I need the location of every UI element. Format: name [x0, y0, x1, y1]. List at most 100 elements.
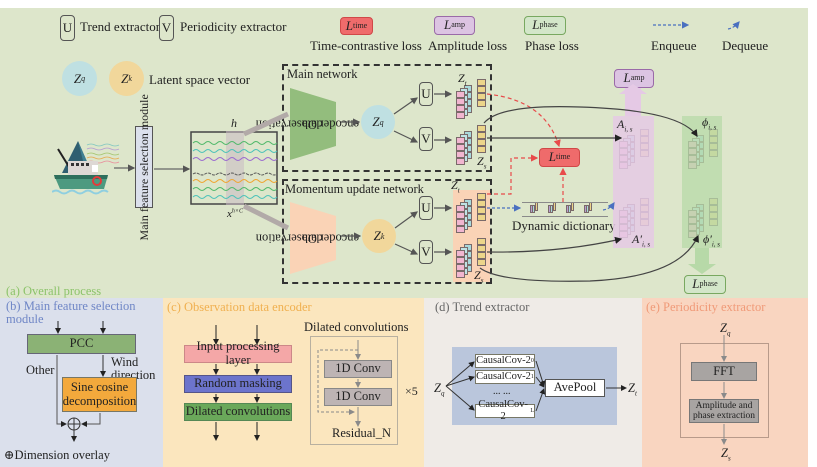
legend-periodicity-label: Periodicity extractor [180, 19, 287, 34]
trend-panel-title: (d) Trend extractor [435, 300, 530, 314]
feature-cell [456, 205, 465, 212]
phi-prime-sub: i, s [711, 240, 721, 249]
other-label: Other [26, 363, 55, 377]
phase-down-arrow-shaft [695, 248, 709, 266]
residual-label: Residual_N [332, 426, 392, 440]
trend-input-zq: Zq [434, 381, 444, 398]
causal-ellipsis: ... ... [493, 386, 511, 397]
conv1-box: 1D Conv [324, 360, 392, 378]
feature-cell [568, 205, 571, 213]
feature-cell [456, 226, 465, 233]
zs-sub: s [483, 162, 487, 171]
zk-symbol: Z [373, 228, 381, 243]
phi-label: ϕi, s [702, 115, 716, 131]
l-phase-sub: phase [699, 279, 718, 289]
v-symbol: V [421, 243, 431, 259]
zq-sub: q [379, 117, 384, 127]
zq-sub: q [726, 329, 731, 338]
dynamic-dictionary-label: Dynamic dictionary [512, 218, 616, 233]
zk-symbol: Z [121, 70, 129, 86]
u-symbol: U [421, 85, 431, 101]
dilated-convolutions-box: Dilated convolutions [184, 403, 292, 421]
feature-cell [550, 205, 553, 213]
x-symbol: x [227, 208, 232, 220]
phi-prime-label: ϕ′i, s [703, 232, 720, 248]
feature-cell [456, 137, 465, 144]
zs-symbol: Z [477, 154, 484, 168]
dilated-block-frame [310, 336, 398, 445]
zs-symbol: Z [474, 268, 481, 282]
main-zs-label: Zs [477, 154, 486, 170]
momentum-encoder-shape [290, 202, 336, 274]
l-amp-symbol: L [443, 17, 452, 33]
feature-cell [456, 250, 465, 257]
momentum-u-box: U [419, 196, 433, 220]
l-time-symbol: L [548, 149, 556, 165]
random-masking-box: Random masking [184, 375, 292, 393]
main-encoder-shape [290, 88, 336, 160]
encoder-panel-title: (c) Observation data encoder [167, 300, 312, 314]
zq-symbol: Z [73, 70, 82, 86]
feature-cell [456, 257, 465, 264]
feature-cell [477, 86, 486, 93]
feature-cell [456, 212, 465, 219]
feature-cell [477, 146, 486, 153]
avepool-box: AvePool [545, 379, 605, 397]
l-amp-sub: amp [451, 20, 465, 30]
repeat-x5-label: ×5 [405, 384, 418, 398]
feature-cell [589, 202, 592, 211]
feature-cell [535, 202, 538, 211]
legend-time-contrastive-label: Time-contrastive loss [310, 38, 422, 53]
u-symbol: U [421, 199, 431, 215]
zk-sub: k [128, 74, 132, 83]
feature-cell [477, 252, 486, 259]
sensor-lines [86, 143, 120, 164]
zq-symbol: Z [720, 321, 727, 335]
l-phase-symbol: L [692, 276, 700, 292]
feature-cell [571, 202, 574, 211]
amplitude-zone [613, 116, 654, 248]
causal-L-sup: L [530, 407, 534, 414]
feature-cell [477, 93, 486, 100]
v-symbol: V [161, 19, 172, 35]
feature-cell [456, 144, 465, 151]
l-amp-sub: amp [630, 73, 645, 83]
trend-output-zt: Zt [628, 381, 637, 398]
periodicity-frame [680, 343, 769, 438]
feature-cell [477, 200, 486, 207]
phase-zone [682, 116, 722, 248]
encoder-text-3: encoder [319, 231, 360, 246]
u-symbol: U [62, 19, 73, 35]
feature-cell [586, 205, 589, 213]
causal-1-sup: 1 [530, 373, 534, 380]
zq-sub: q [81, 74, 86, 83]
phi-sub: i, s [708, 123, 717, 132]
v-symbol: V [421, 130, 431, 146]
phi-prime-symbol: ϕ′ [703, 232, 712, 246]
feature-cell [456, 112, 465, 119]
periodicity-input-zq: Zq [720, 321, 730, 338]
zt-sub: t [634, 389, 637, 398]
l-time-sub: time [353, 20, 368, 30]
legend-enqueue-label: Enqueue [651, 38, 697, 53]
main-network-label: Main network [287, 67, 358, 81]
zs-symbol: Z [721, 446, 728, 460]
legend-dequeue-label: Dequeue [722, 38, 769, 53]
main-u-box: U [419, 82, 433, 106]
dilated-conv-title: Dilated convolutions [304, 320, 409, 334]
causal-0-text: CausalCov-2 [476, 355, 531, 367]
amp-up-arrow-shaft [625, 87, 641, 116]
feature-cell [477, 259, 486, 266]
momentum-network-box [282, 179, 492, 284]
amp-phase-text-1: Amplitude and [695, 400, 753, 411]
dimension-overlay-legend: ⊕Dimension overlay [4, 448, 110, 462]
momentum-v-box: V [419, 240, 433, 264]
causal-1-text: CausalCov-2 [476, 371, 531, 383]
a-prime-sub: i, s [641, 240, 651, 249]
